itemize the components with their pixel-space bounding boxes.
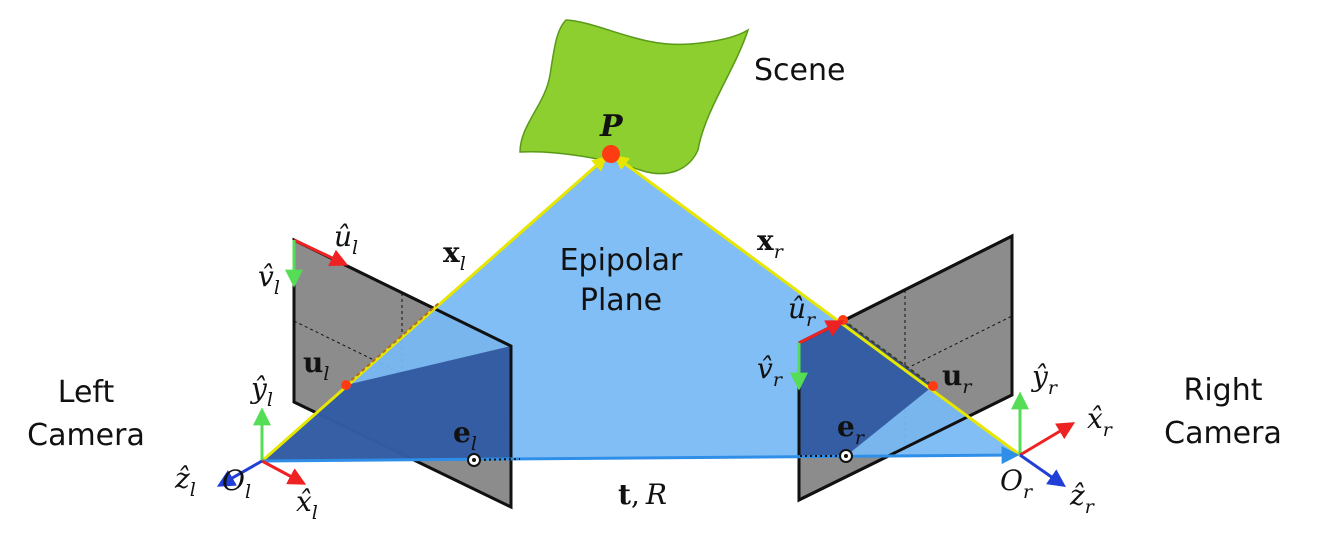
baseline-label: t,R	[618, 478, 667, 511]
x-l-label: xl	[443, 236, 466, 275]
e-l-label: el	[453, 416, 477, 455]
z-hat-r-label: ẑr	[1069, 479, 1096, 518]
scene-label: Scene	[754, 53, 845, 88]
v-hat-l-label: v̂l	[258, 260, 280, 299]
scene-point-p	[602, 145, 620, 163]
epipolar-label-line2: Plane	[580, 283, 662, 318]
y-hat-r-label: ŷr	[1030, 360, 1059, 399]
z-hat-l-axis	[216, 459, 263, 487]
baseline-arrow	[261, 446, 1020, 465]
right-camera-label-line2: Camera	[1164, 416, 1282, 451]
o-r-label: Or	[1000, 464, 1034, 503]
scene-surface	[519, 19, 750, 175]
y-hat-l-label: ŷl	[249, 372, 273, 411]
u-hat-l-label: ûl	[334, 220, 358, 259]
left-camera-label-line1: Left	[58, 375, 115, 410]
left-plane-overlap	[262, 346, 511, 461]
u-l-label: ul	[303, 346, 329, 385]
left-plane-border	[293, 238, 513, 507]
left-camera-label-line2: Camera	[27, 418, 145, 453]
o-l-label: Ol	[222, 464, 251, 503]
v-hat-r-label: v̂r	[757, 352, 784, 391]
right-camera-label-line1: Right	[1184, 373, 1263, 408]
x-hat-r-label: x̂r	[1087, 402, 1114, 441]
epipolar-label-line1: Epipolar	[560, 243, 683, 278]
epipole-left-dot	[472, 458, 476, 462]
ray-right	[613, 155, 1021, 457]
x-r-label: xr	[757, 224, 785, 263]
projection-left	[341, 380, 351, 390]
right-plane-overlap	[799, 320, 933, 456]
u-hat-l-axis	[293, 238, 349, 267]
z-hat-l-label: ẑl	[174, 462, 196, 501]
right-plane-grid	[798, 315, 1013, 423]
e-r-label: er	[837, 410, 866, 449]
z-hat-r-axis	[1019, 453, 1066, 488]
point-p-label: P	[599, 109, 624, 144]
x-hat-r-axis	[1019, 422, 1076, 457]
x-hat-l-axis	[261, 459, 307, 485]
u-r-label: ur	[942, 359, 973, 398]
projection-right	[928, 381, 938, 391]
x-hat-l-label: x̂l	[296, 485, 318, 524]
epipole-right-dot	[844, 454, 848, 458]
u-hat-r-label: ûr	[788, 292, 817, 331]
u-hat-r-axis	[798, 320, 845, 345]
ray-right-dashed	[842, 319, 934, 387]
ray-left	[261, 156, 608, 463]
